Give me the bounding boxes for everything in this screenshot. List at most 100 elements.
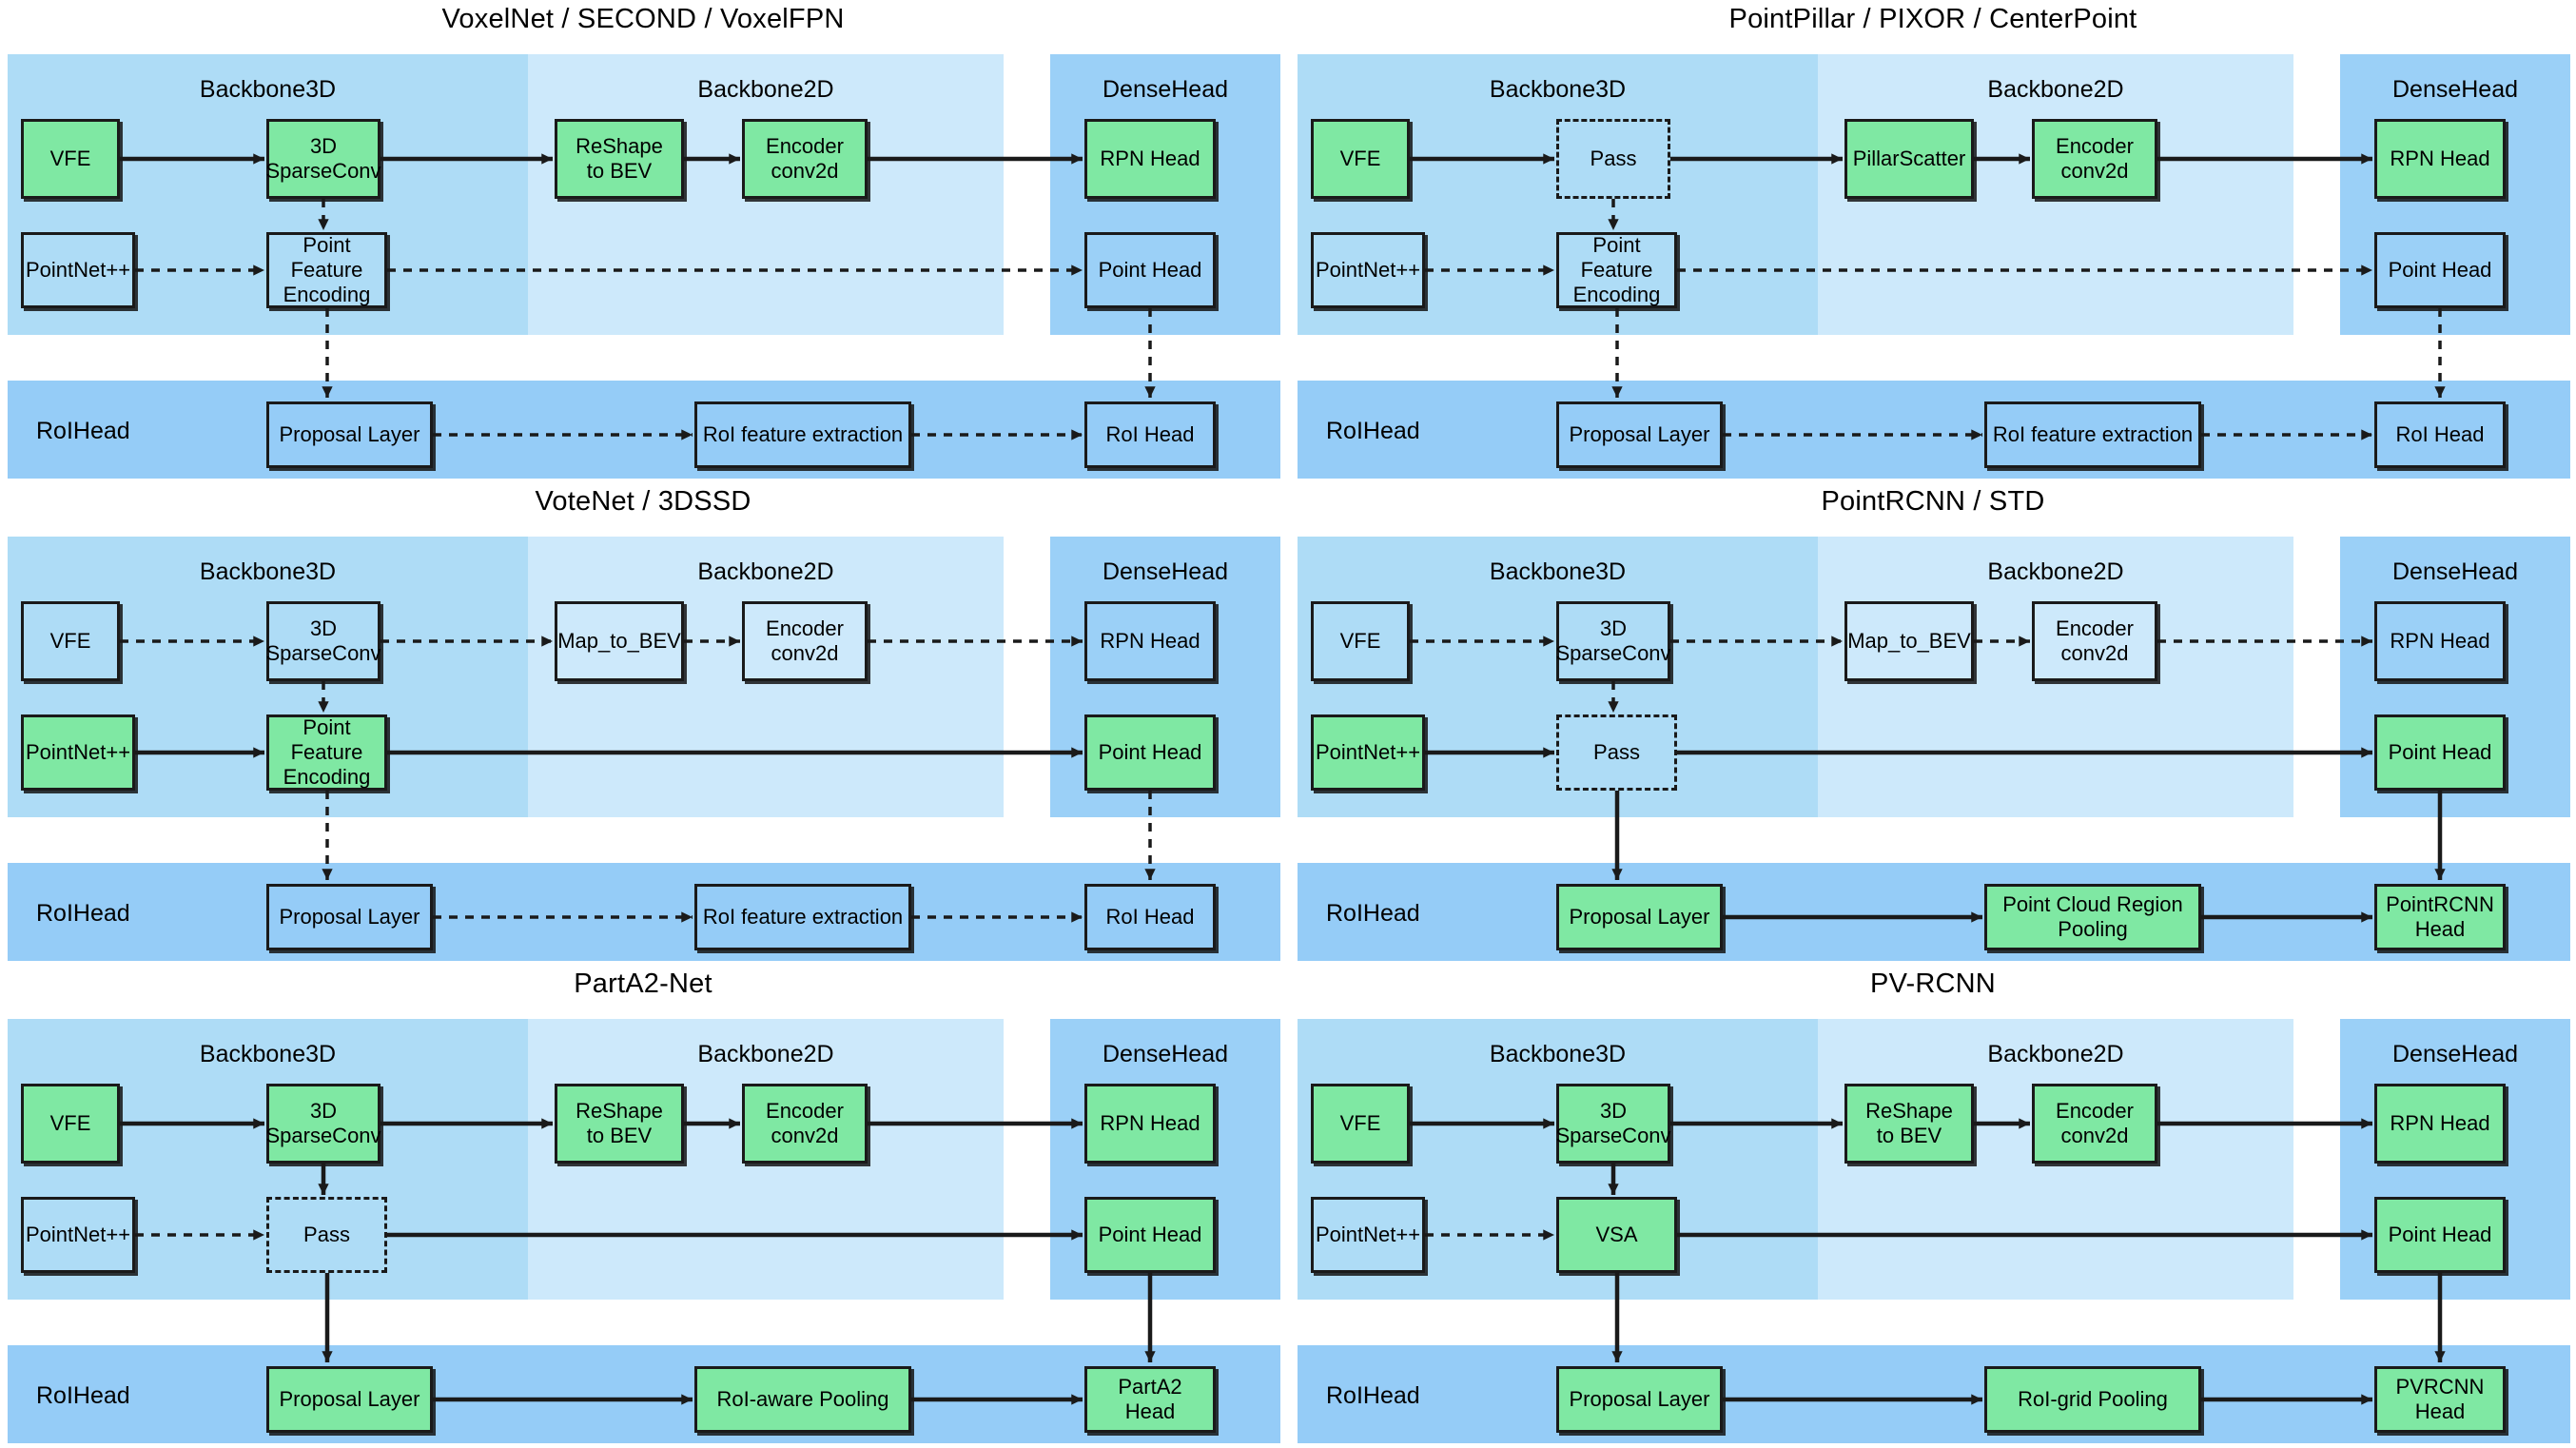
node-pointnet[interactable]: PointNet++: [21, 714, 135, 791]
node-vfe[interactable]: VFE: [21, 601, 120, 681]
node-pool[interactable]: RoI feature extraction: [694, 401, 911, 468]
node-label: PointNet++: [25, 740, 131, 764]
node-pointnet[interactable]: PointNet++: [1311, 1197, 1425, 1273]
node-vfe[interactable]: VFE: [1311, 1084, 1410, 1164]
node-proposal[interactable]: Proposal Layer: [266, 1366, 433, 1433]
node-point_head[interactable]: Point Head: [2374, 232, 2506, 308]
band-label-backbone2d: Backbone2D: [1987, 558, 2124, 585]
node-pointnet[interactable]: PointNet++: [21, 1197, 135, 1273]
node-label: RPN Head: [1100, 147, 1200, 170]
node-vfe[interactable]: VFE: [21, 1084, 120, 1164]
edge-pointhead-to-roihead: [1131, 289, 1169, 417]
node-label: PointNet++: [25, 1223, 131, 1246]
node-vfe[interactable]: VFE: [21, 119, 120, 199]
node-mid[interactable]: Pass: [1556, 119, 1670, 199]
edge-enc-to-rpn: [849, 622, 1102, 660]
band-label-roihead: RoIHead: [1326, 418, 1420, 444]
band-roihead: [1298, 381, 2570, 479]
node-pointnet[interactable]: PointNet++: [21, 232, 135, 308]
edge-mid-to-pfe: [304, 180, 342, 249]
node-bev[interactable]: Map_to_BEV: [555, 601, 684, 681]
node-pointnet[interactable]: PointNet++: [1311, 714, 1425, 791]
node-rpn[interactable]: RPN Head: [1084, 1084, 1216, 1164]
node-proposal[interactable]: Proposal Layer: [1556, 401, 1723, 468]
node-point_head[interactable]: Point Head: [2374, 714, 2506, 791]
band-label-densehead: DenseHead: [2391, 76, 2519, 103]
edge-mid-to-pfe: [304, 662, 342, 732]
node-proposal[interactable]: Proposal Layer: [266, 884, 433, 950]
band-label-densehead: DenseHead: [1102, 558, 1229, 585]
edge-mid-to-bev: [1651, 140, 1862, 178]
node-point_head[interactable]: Point Head: [2374, 1197, 2506, 1273]
node-pfe[interactable]: Pass: [266, 1197, 387, 1273]
edge-mid-to-bev: [361, 140, 572, 178]
node-pool[interactable]: RoI-grid Pooling: [1984, 1366, 2201, 1433]
node-proposal[interactable]: Proposal Layer: [266, 401, 433, 468]
node-proposal[interactable]: Proposal Layer: [1556, 1366, 1723, 1433]
edge-pointnet-to-pfe: [116, 1216, 283, 1254]
node-pfe[interactable]: Pass: [1556, 714, 1677, 791]
node-rpn[interactable]: RPN Head: [1084, 601, 1216, 681]
node-roi_head[interactable]: RoI Head: [2374, 401, 2506, 468]
band-label-backbone2d: Backbone2D: [1987, 76, 2124, 103]
node-rpn[interactable]: RPN Head: [2374, 119, 2506, 199]
edge-bev-to-enc: [1955, 1105, 2049, 1143]
node-proposal[interactable]: Proposal Layer: [1556, 884, 1723, 950]
edge-mid-to-bev: [361, 622, 572, 660]
node-label: Proposal Layer: [1569, 1387, 1710, 1411]
node-point_head[interactable]: Point Head: [1084, 714, 1216, 791]
edge-mid-to-bev: [1651, 1105, 1862, 1143]
band-roihead: [8, 863, 1280, 961]
node-rpn[interactable]: RPN Head: [2374, 601, 2506, 681]
node-vfe[interactable]: VFE: [1311, 601, 1410, 681]
node-point_head[interactable]: Point Head: [1084, 232, 1216, 308]
node-label: PartA2 Head: [1118, 1375, 1182, 1423]
node-vfe[interactable]: VFE: [1311, 119, 1410, 199]
node-bev[interactable]: Map_to_BEV: [1844, 601, 1974, 681]
node-pfe[interactable]: VSA: [1556, 1197, 1677, 1273]
node-rpn[interactable]: RPN Head: [1084, 119, 1216, 199]
node-roi_head[interactable]: RoI Head: [1084, 884, 1216, 950]
node-pointnet[interactable]: PointNet++: [1311, 232, 1425, 308]
node-bev[interactable]: PillarScatter: [1844, 119, 1974, 199]
node-roi_head[interactable]: RoI Head: [1084, 401, 1216, 468]
edge-pfe-to-proposal: [1598, 289, 1636, 417]
node-pool[interactable]: RoI feature extraction: [694, 884, 911, 950]
edge-pointhead-to-roihead: [2421, 289, 2459, 417]
edge-bev-to-enc: [665, 140, 759, 178]
node-pool[interactable]: RoI feature extraction: [1984, 401, 2201, 468]
band-roihead: [1298, 1345, 2570, 1443]
edge-enc-to-rpn: [2138, 140, 2391, 178]
band-backbone2d: [1818, 537, 2293, 817]
node-roi_head[interactable]: PartA2 Head: [1084, 1366, 1216, 1433]
node-point_head[interactable]: Point Head: [1084, 1197, 1216, 1273]
node-pool[interactable]: RoI-aware Pooling: [694, 1366, 911, 1433]
node-rpn[interactable]: RPN Head: [2374, 1084, 2506, 1164]
edge-mid-to-bev: [1651, 622, 1862, 660]
